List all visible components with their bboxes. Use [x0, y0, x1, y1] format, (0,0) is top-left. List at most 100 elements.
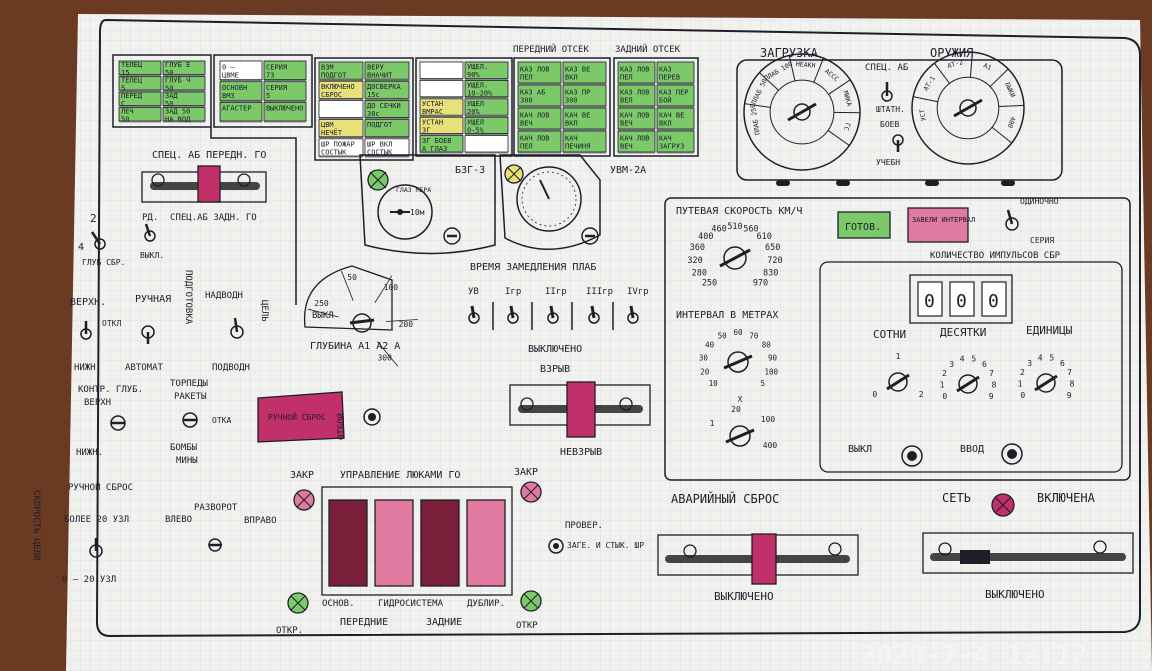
indicator-lamp-text: БОЙ [659, 96, 672, 105]
indicator-lamp-text: 90% [467, 71, 480, 79]
label-uv: УВ [468, 287, 479, 297]
zamed-toggle[interactable] [547, 305, 559, 324]
interval-scale-label: 80 [762, 340, 772, 349]
digit-dial-knob[interactable] [1034, 373, 1058, 393]
indicator-lamp [318, 119, 364, 138]
uvm-knob[interactable] [581, 227, 599, 245]
lever-vzryv[interactable] [566, 381, 596, 438]
toggle-boev-ucheb[interactable] [892, 134, 904, 152]
button-vykl-imp[interactable] [901, 445, 923, 467]
hatch-lever-1[interactable] [328, 499, 368, 587]
interval-scale-label: 90 [768, 353, 778, 362]
label-glaz-mera: ГЛАЗ МЕРА [396, 186, 431, 194]
bzg-knob[interactable] [443, 227, 461, 245]
hatch-lever-3[interactable] [420, 499, 460, 587]
depth-selector-knob[interactable] [349, 313, 375, 333]
indicator-lamp-text: 30с [367, 110, 380, 118]
label-vzryv: ВЗРЫВ [540, 364, 570, 375]
digit-dial-knob[interactable] [956, 374, 980, 394]
digit-dial-label: 0 [1020, 391, 1025, 400]
label-vyklyucheno-mid: ВЫКЛЮЧЕНО [528, 344, 582, 355]
indicator-lamp [364, 119, 410, 138]
depth-scale-label: 300 [377, 354, 392, 363]
indicator-lamp-text: ТЕЛЕЦ [121, 76, 143, 84]
indicator-lamp [517, 61, 562, 84]
hatch-lever-2[interactable] [374, 499, 414, 587]
indicator-lamp [517, 84, 562, 107]
indicator-lamp-text: ВЗМ [321, 64, 334, 72]
zamed-toggle[interactable] [588, 305, 600, 324]
toggle-nadvodn-podvodn[interactable] [230, 317, 244, 339]
digit-dial-knob[interactable] [886, 372, 910, 392]
indicator-lamp-text: СОСТЫК [367, 148, 393, 156]
interval-knob-1[interactable] [723, 351, 753, 373]
indicator-lamp-text: УЩЕЛ. [467, 63, 488, 71]
label-kontr-glub: КОНТР. ГЛУБ. [78, 385, 143, 395]
indicator-lamp-text: ВКЛ [659, 120, 672, 128]
interval-scale-label: 5 [760, 379, 765, 388]
indicator-lamp-text: КАЧ ЛОВ [520, 135, 550, 143]
label-10m: 10м [410, 208, 425, 217]
lever-avariyny[interactable] [751, 533, 777, 585]
zamedlenie-toggles[interactable] [468, 302, 639, 330]
lever-spets-ab[interactable] [197, 165, 221, 203]
label-kolichestvo: КОЛИЧЕСТВО ИМПУЛЬСОВ СБР [930, 251, 1061, 261]
indicator-lamp [562, 107, 607, 130]
label-torpedy: ТОРПЕДЫ [170, 379, 208, 389]
digit-dial-label: 2 [942, 369, 947, 378]
label-vvod: ВВОД [960, 444, 984, 455]
indicator-lamp-text: ПЕЛ [520, 74, 533, 82]
toggle-speed[interactable] [89, 538, 103, 558]
zamed-toggle[interactable] [507, 305, 519, 324]
indicator-lamp-text: ВЕЧ [620, 143, 633, 151]
toggle-odinochno-seriya[interactable] [1005, 209, 1019, 231]
bzg-depth-gauge [377, 184, 433, 240]
interval-scale-label: 40 [705, 340, 715, 349]
toggle-vykl[interactable] [144, 223, 156, 242]
toggle-spets-ab[interactable] [881, 82, 893, 102]
button-otboy[interactable] [363, 408, 381, 426]
label-vyklyucheno-l: ВЫКЛЮЧЕНО [714, 590, 774, 603]
toggle-torpedy-bomby[interactable] [182, 412, 198, 428]
indicator-lamp [118, 60, 162, 75]
toggle-kontr-glub[interactable] [110, 415, 126, 431]
button-proverka[interactable] [548, 538, 564, 554]
interval-knob-2[interactable] [725, 425, 755, 447]
zamed-toggle[interactable] [468, 305, 480, 324]
label-vykl-depth: ВЫКЛ [312, 311, 334, 321]
indicator-lamp-text: СОСТЫК [321, 148, 347, 156]
lever-set[interactable] [960, 550, 990, 564]
toggle-glub-sbr[interactable] [90, 231, 106, 250]
indicator-lamp-text: КАЧ ВЕ [659, 112, 684, 120]
button-ruchnoy-sbros[interactable] [257, 391, 345, 443]
digit-dial-label: 6 [1060, 359, 1065, 368]
hatch-lever-4[interactable] [466, 499, 506, 587]
label-miny: МИНЫ [176, 456, 198, 466]
indicator-lamp-text: КАЗ ПЕР [659, 89, 689, 97]
toggle-verkhn-nizhn[interactable] [80, 321, 92, 340]
label-bomby: БОМБЫ [170, 443, 197, 453]
indicator-lamp-text: КАЧ [659, 135, 672, 143]
dial-label: УСТ [918, 109, 928, 122]
indicator-lamp-text: ВЫКЛЮЧЕНО [266, 105, 303, 113]
indicator-lamp [419, 61, 464, 79]
label-nevzryv: НЕВЗРЫВ [560, 447, 602, 458]
indicator-lamp-text: ПЕРЕД [121, 92, 143, 100]
indicator-lamp-text: СЕРИЯ [266, 84, 287, 92]
indicator-lamp [656, 84, 695, 107]
button-vvod[interactable] [1001, 443, 1023, 465]
indicator-lamp-text: ДОСВЕРКА [367, 83, 402, 91]
label-skorost-tseli: СКОРОСТЬ ЦЕЛИ [31, 490, 41, 560]
zamed-toggle[interactable] [627, 305, 639, 324]
toggle-razvorot[interactable] [208, 538, 222, 552]
toggle-ruchnaya-avtomat[interactable] [141, 325, 155, 344]
dial-label: ГС [842, 122, 852, 132]
indicator-lamp-text: 0 – [222, 63, 235, 71]
interval-scale-label: 30 [699, 353, 709, 362]
indicator-lamp-text: 50 [121, 115, 129, 123]
indicator-lamp [162, 60, 206, 75]
speed-knob[interactable] [719, 246, 751, 270]
